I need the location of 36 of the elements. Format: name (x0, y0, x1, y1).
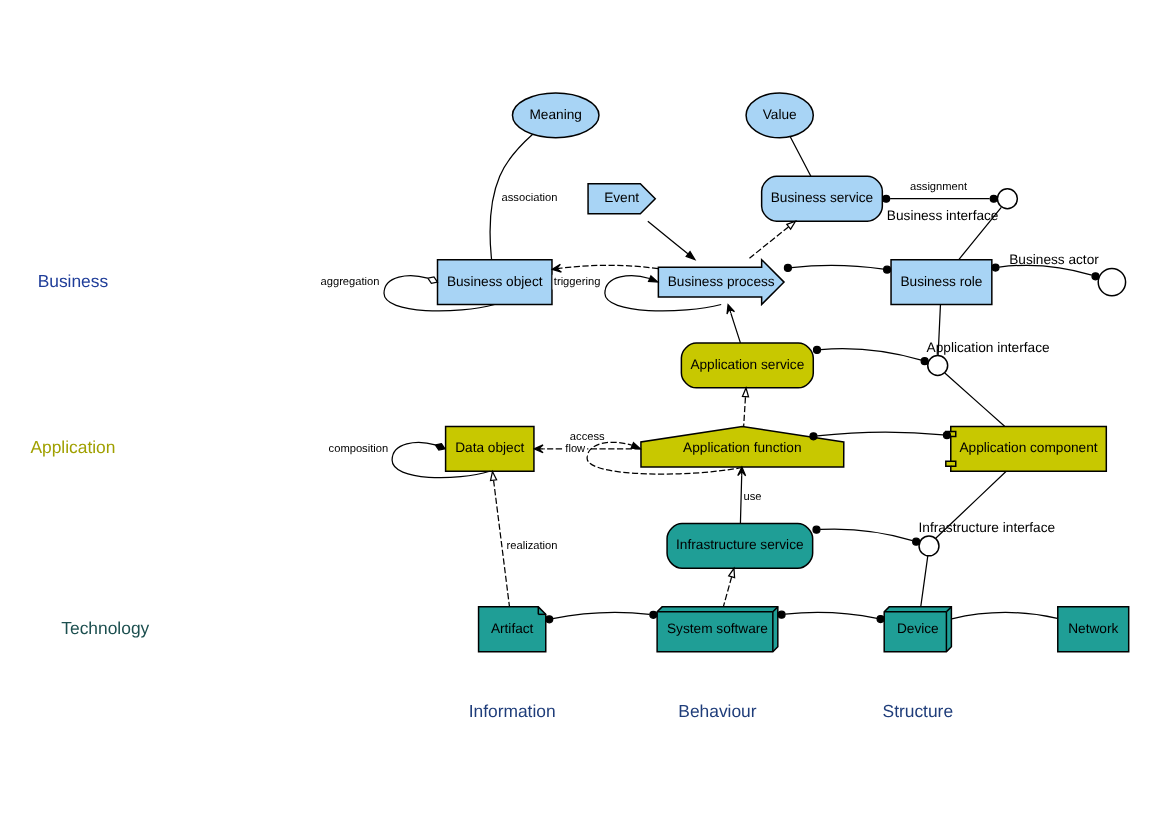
label: Application (30, 437, 116, 458)
connector (920, 555, 929, 608)
connector (777, 610, 885, 624)
connector (383, 275, 496, 312)
arrow (551, 263, 659, 273)
arrow (489, 469, 511, 608)
connector (789, 136, 812, 177)
arrow (647, 220, 697, 261)
label: Business (37, 270, 109, 291)
connector (944, 372, 1006, 427)
arrow (747, 220, 797, 261)
arrow (737, 466, 747, 524)
connector (812, 525, 921, 546)
connector (809, 431, 952, 441)
node-person (1097, 267, 1127, 297)
connector (882, 194, 998, 203)
arrow (741, 386, 750, 427)
connector (391, 441, 491, 479)
connector (545, 610, 658, 624)
arrow (586, 441, 743, 475)
node-circle (918, 535, 940, 557)
connector (489, 133, 534, 261)
arrow (726, 304, 742, 344)
connector (937, 304, 942, 356)
arrow (722, 566, 736, 608)
label: Technology (61, 617, 150, 638)
arrow (604, 274, 722, 312)
connector (812, 345, 929, 366)
label: Information (468, 701, 556, 722)
node-circle (927, 354, 949, 377)
node-circle (996, 188, 1019, 210)
label: Structure (882, 701, 954, 722)
connector (951, 611, 1058, 620)
label: Behaviour (678, 701, 757, 722)
connector (783, 263, 892, 274)
connector (991, 263, 1100, 281)
